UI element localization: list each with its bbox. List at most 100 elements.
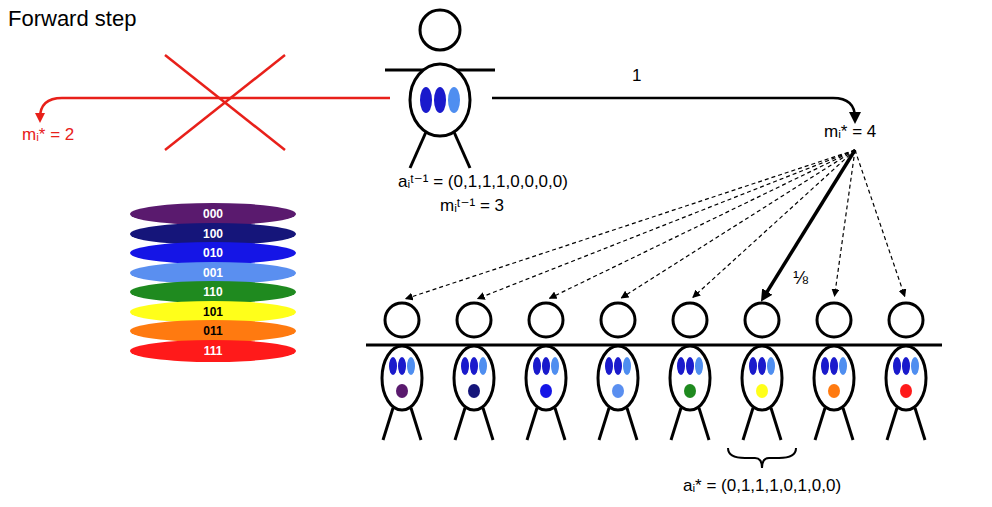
figure-leg xyxy=(771,408,781,440)
candidate-arrow xyxy=(855,150,905,296)
gene-mark xyxy=(398,357,406,375)
gene-mark xyxy=(461,357,469,375)
figure-body xyxy=(526,346,566,410)
figure-leg xyxy=(699,408,709,440)
cross-mark xyxy=(165,55,285,150)
chosen-arrow xyxy=(764,150,855,297)
gene-mark xyxy=(389,357,397,375)
probability-label: 1 xyxy=(632,66,641,86)
new-gene-mark xyxy=(540,384,552,398)
figure-leg xyxy=(743,408,753,440)
figure-body xyxy=(410,64,470,136)
figure-leg xyxy=(483,408,493,440)
figure-leg xyxy=(455,408,465,440)
legend-swatch: 000 xyxy=(130,203,296,225)
state-count: mᵢᵗ⁻¹ = 3 xyxy=(440,196,504,216)
figure-body xyxy=(670,346,710,410)
figure-leg xyxy=(410,132,426,168)
gene-mark xyxy=(749,357,757,375)
bracket xyxy=(728,448,796,468)
new-gene-mark xyxy=(396,384,408,398)
legend-text: 001 xyxy=(203,266,223,280)
figure-leg xyxy=(915,408,925,440)
figure-head xyxy=(673,303,707,337)
figure-body xyxy=(382,346,422,410)
gene-mark xyxy=(470,357,478,375)
figure-leg xyxy=(815,408,825,440)
new-state-vector: aᵢ* = (0,1,1,1,0,1,0,0) xyxy=(683,476,841,496)
figure-leg xyxy=(887,408,897,440)
legend-swatch: 111 xyxy=(130,340,296,362)
figure-head xyxy=(817,303,851,337)
figure-head xyxy=(745,303,779,337)
state-vector: aᵢᵗ⁻¹ = (0,1,1,1,0,0,0,0) xyxy=(398,172,568,192)
gene-mark xyxy=(407,357,415,375)
legend-text: 110 xyxy=(203,285,222,299)
figure-head xyxy=(601,303,635,337)
candidate-arrow xyxy=(835,150,855,296)
gene-mark xyxy=(893,357,901,375)
main-figure xyxy=(385,10,495,168)
gene-mark xyxy=(767,357,775,375)
figure-head xyxy=(385,303,419,337)
new-gene-mark xyxy=(468,384,480,398)
legend-text: 011 xyxy=(203,324,222,338)
figure-body xyxy=(814,346,854,410)
gene-mark xyxy=(686,357,694,375)
figure-leg xyxy=(671,408,681,440)
gene-mark xyxy=(623,357,631,375)
accepted-arrow xyxy=(492,98,855,118)
cross-mark xyxy=(165,55,285,150)
legend-swatch: 110 xyxy=(130,281,296,303)
gene-mark xyxy=(542,357,550,375)
gene-mark xyxy=(821,357,829,375)
proposal-value: mᵢ* = 2 xyxy=(22,125,74,145)
candidate-arrow xyxy=(693,150,855,297)
figure-leg xyxy=(383,408,393,440)
figure-body xyxy=(742,346,782,410)
gene-mark xyxy=(420,87,432,113)
gene-mark xyxy=(448,87,460,113)
rejected-arrow xyxy=(40,98,390,118)
offspring-figure xyxy=(510,303,582,440)
figure-leg xyxy=(411,408,421,440)
diagram-title: Forward step xyxy=(8,6,136,31)
offspring-figure xyxy=(366,303,438,440)
gene-mark xyxy=(614,357,622,375)
new-gene-mark xyxy=(756,384,768,398)
offspring-figure xyxy=(870,303,942,440)
offspring-figure xyxy=(438,303,510,440)
legend-text: 100 xyxy=(203,227,223,241)
figure-body xyxy=(454,346,494,410)
figure-leg xyxy=(555,408,565,440)
gene-mark xyxy=(533,357,541,375)
gene-mark xyxy=(830,357,838,375)
figure-head xyxy=(889,303,923,337)
figure-body xyxy=(598,346,638,410)
new-gene-mark xyxy=(828,384,840,398)
figure-leg xyxy=(454,132,470,168)
new-gene-mark xyxy=(612,384,624,398)
gene-mark xyxy=(902,357,910,375)
gene-mark xyxy=(758,357,766,375)
figure-leg xyxy=(599,408,609,440)
figure-head xyxy=(529,303,563,337)
legend-text: 000 xyxy=(203,207,223,221)
figure-head xyxy=(420,10,460,50)
offspring-figure xyxy=(654,303,726,440)
figure-leg xyxy=(627,408,637,440)
proposal-value: mᵢ* = 4 xyxy=(824,122,876,142)
figure-leg xyxy=(843,408,853,440)
new-gene-mark xyxy=(900,384,912,398)
legend-text: 010 xyxy=(203,246,223,260)
legend-text: 101 xyxy=(203,305,223,319)
legend-swatch: 011 xyxy=(130,320,296,342)
gene-mark xyxy=(479,357,487,375)
offspring-figure xyxy=(582,303,654,440)
candidate-arrow xyxy=(550,150,855,298)
new-gene-mark xyxy=(684,384,696,398)
probability-label: ⅛ xyxy=(793,268,808,289)
figure-head xyxy=(457,303,491,337)
offspring-row xyxy=(366,150,942,440)
